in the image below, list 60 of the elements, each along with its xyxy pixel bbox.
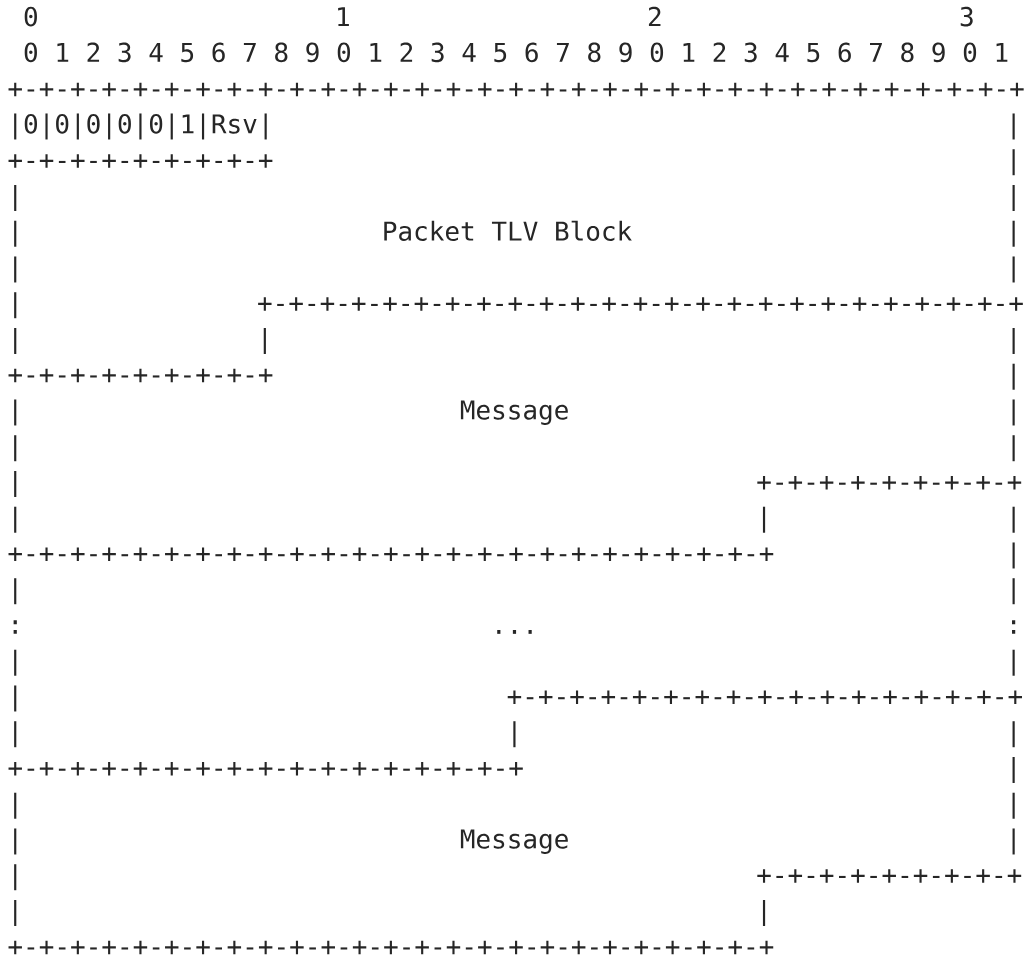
bit-field-row: |0|0|0|0|0|1|Rsv| [14, 113, 267, 140]
ascii-border: | [263, 327, 266, 354]
ascii-border: | [14, 792, 17, 819]
ascii-border: | [14, 506, 17, 533]
bit-number: 1 [338, 7, 349, 27]
ascii-border: | [14, 256, 17, 283]
ascii-border: | [1012, 220, 1015, 247]
ascii-border: | [1012, 149, 1015, 176]
ascii-border: : [13, 620, 17, 634]
ascii-border: +-+-+-+-+-+-+-+-+-+-+-+-+-+-+-+-+-+-+-+-+-+-+-+-+-+-+-+-+-+-+-+-+ [8, 82, 1024, 97]
ascii-border: +-+-+-+-+-+-+-+-+-+-+-+-+-+-+-+-+-+-+-+-+-+-+-+-+ [8, 547, 774, 561]
ascii-border: | [14, 292, 17, 319]
ascii-border: +-+-+-+-+-+-+-+-+-+-+-+-+-+-+-+-+ [8, 762, 523, 776]
ascii-border: | [14, 220, 17, 247]
ascii-border: | [14, 470, 17, 497]
ascii-border: | [1012, 756, 1015, 783]
ascii-border: | [14, 899, 17, 926]
ascii-border: | [14, 184, 17, 211]
ascii-border: | [14, 399, 17, 426]
ascii-border: | [1012, 399, 1015, 426]
ascii-border: | [14, 828, 17, 855]
ascii-border: | [1012, 721, 1015, 748]
bit-number: 0 [24, 6, 37, 27]
ascii-border: +-+-+-+-+-+-+-+-+-+-+-+-+-+-+-+-+-+-+-+-+-+-+-+-+ [258, 297, 1023, 311]
ascii-border: | [14, 685, 17, 712]
ascii-border: | [1012, 113, 1015, 140]
bit-number: 3 [960, 6, 973, 27]
ascii-border: | [1012, 184, 1015, 211]
ascii-border: +-+-+-+-+-+-+-+-+ [757, 869, 1022, 883]
ascii-border: | [1012, 435, 1015, 462]
ascii-border: | [1012, 542, 1015, 569]
ellipsis: ... [497, 629, 532, 634]
field-label: Message [460, 829, 568, 854]
ascii-border: | [513, 721, 516, 748]
ascii-border: | [1012, 327, 1015, 354]
ascii-border: | [14, 721, 17, 748]
ascii-border: +-+-+-+-+-+-+-+-+-+-+-+-+-+-+-+-+-+-+-+-+-+-+-+-+ [8, 940, 774, 955]
ascii-border: | [14, 649, 17, 676]
ascii-border: : [1012, 620, 1016, 634]
ascii-border: | [762, 506, 766, 533]
bit-number: 2 [648, 6, 661, 27]
ascii-border: | [14, 327, 17, 354]
ascii-border: | [1012, 256, 1015, 283]
ascii-border: +-+-+-+-+-+-+-+-+-+-+-+-+-+-+-+-+ [507, 690, 1022, 704]
ascii-border: | [1012, 792, 1015, 819]
ascii-border: | [1012, 828, 1015, 855]
ascii-border: | [762, 899, 766, 926]
ascii-border: | [1012, 506, 1015, 533]
ascii-border: | [1012, 578, 1015, 605]
ascii-border: | [1012, 649, 1015, 676]
ascii-border: +-+-+-+-+-+-+-+-+ [8, 368, 273, 383]
ascii-border: | [14, 578, 17, 605]
ascii-border: +-+-+-+-+-+-+-+-+ [757, 476, 1022, 490]
field-label: Message [460, 400, 568, 425]
bit-ruler: 0 1 2 3 4 5 6 7 8 9 0 1 2 3 4 5 6 7 8 9 0 1 2 3 4 5 6 7 8 9 0 1 [24, 42, 1008, 63]
ascii-border: | [14, 435, 17, 462]
ascii-border: | [1012, 363, 1015, 390]
field-label: Packet TLV Block [384, 220, 632, 241]
ascii-border: | [14, 864, 17, 891]
ascii-border: +-+-+-+-+-+-+-+-+ [8, 154, 273, 168]
